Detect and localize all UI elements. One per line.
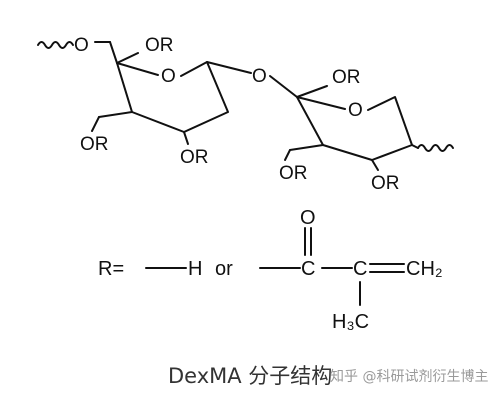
left-ring-oxygen-label: O [161,66,176,87]
left-ring-c5-ch-bond [116,52,139,64]
left-wavy-bond [37,41,74,49]
right-or-bottom-label: OR [371,173,400,194]
or-word-label: or [215,258,233,280]
carbonyl-oxygen-label: O [300,207,316,229]
hydrogen-label: H [188,258,202,280]
right-wavy-bond [417,144,454,152]
glycosidic-bond-a [206,61,252,74]
carbonyl-carbon-label: C [301,258,315,280]
right-c4-to-or [289,144,324,151]
right-ring-c5-ch-bond [296,85,328,98]
left-or-top-label: OR [145,35,174,56]
methyl-label: H₃C [332,311,369,333]
left-ch2-oxygen-label: O [74,35,89,56]
right-or-top-label: OR [332,67,361,88]
zhihu-watermark: 知乎 @科研试剂衍生博主 [330,369,489,385]
right-ring [296,96,413,161]
ch2-c5-bond [109,41,118,64]
glycosidic-bond-b [269,75,298,98]
right-c1-wavy-link [411,144,419,149]
left-c2-to-or [183,131,189,145]
figure-caption: DexMA 分子结构 [168,364,333,388]
right-c3-down [284,149,291,161]
alpha-carbon-label: C [353,258,367,280]
left-or-bottom-label: OR [180,147,209,168]
left-ring [116,61,229,133]
left-c3-down [91,116,100,132]
glycosidic-oxygen-label: O [252,66,267,87]
left-or-left-label: OR [80,134,109,155]
ch2-group-label: CH₂ [406,258,443,280]
right-or-left-label: OR [279,163,308,184]
r-equals-label: R= [98,258,124,280]
right-c2-to-or [371,159,379,171]
right-ring-oxygen-label: O [348,100,363,121]
left-c4-to-or [98,111,133,118]
